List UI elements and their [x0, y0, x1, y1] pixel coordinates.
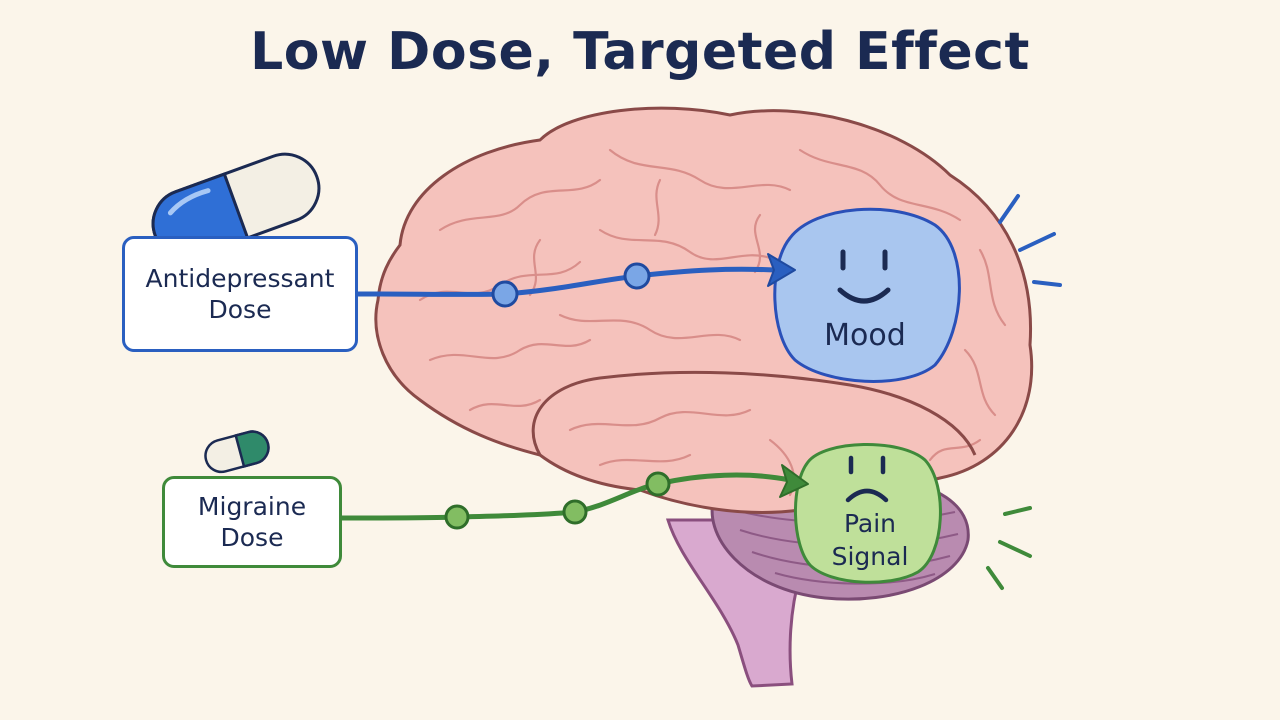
antidepressant-path-node [623, 262, 651, 290]
antidepressant-path [357, 266, 776, 297]
pain-signal-label-line2: Signal [831, 541, 909, 571]
mood-label: Mood [824, 318, 906, 353]
mood-region [773, 207, 961, 383]
migraine-path-node [645, 471, 671, 497]
antidepressant-dose-box: Antidepressant Dose [122, 236, 358, 352]
pain-region [793, 443, 942, 584]
temporal-lobe-outline [531, 370, 977, 456]
migraine-dose-label-line2: Dose [220, 523, 284, 552]
frowning-face-icon [845, 455, 889, 503]
diagram-title: Low Dose, Targeted Effect [250, 22, 1030, 82]
migraine-dose-box: Migraine Dose [162, 476, 342, 568]
antidepressant-path-node [491, 280, 519, 308]
mood-sparkle-icon [998, 194, 1062, 287]
pain-signal-label: Pain Signal [800, 508, 940, 573]
pain-signal-label-line1: Pain [843, 509, 897, 538]
pain-sparkle-icon [986, 506, 1032, 590]
green-white-capsule-icon [204, 430, 270, 474]
brain-folds [418, 148, 1007, 462]
antidepressant-arrowhead [767, 253, 796, 287]
antidepressant-dose-label-line1: Antidepressant [145, 263, 335, 293]
smiling-face-icon [837, 249, 891, 304]
migraine-path-node [562, 499, 588, 525]
migraine-path-node [444, 504, 470, 530]
migraine-dose-label-line1: Migraine [197, 491, 307, 521]
antidepressant-dose-label-line2: Dose [208, 295, 272, 324]
migraine-arrowhead [779, 464, 809, 498]
